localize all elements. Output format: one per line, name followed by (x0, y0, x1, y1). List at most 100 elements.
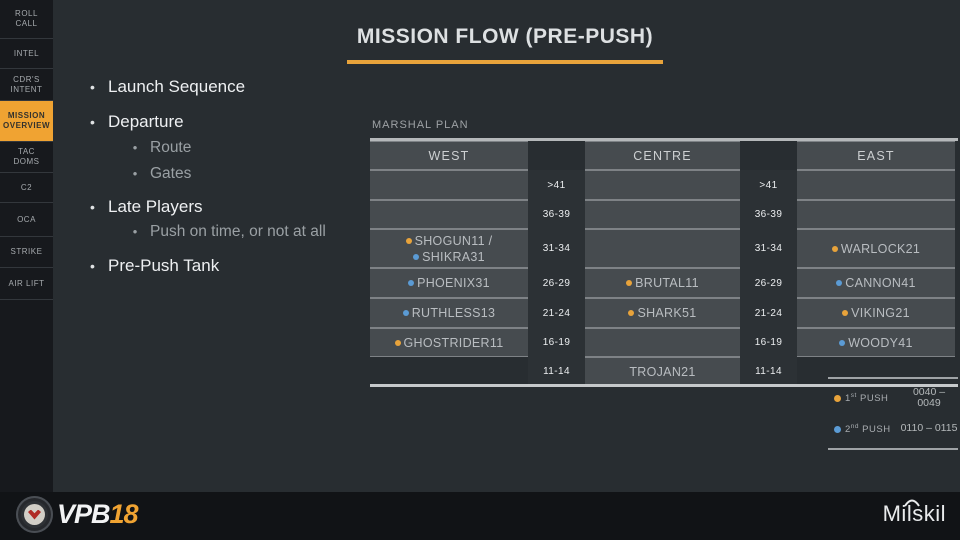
milskil-logo: Milskil (882, 499, 946, 527)
callsign-entry: PHOENIX31 (408, 275, 490, 291)
marshal-cell-east (797, 170, 955, 200)
marshal-row: SHOGUN11 /SHIKRA31 31-34 31-34 WARLOCK21 (370, 229, 955, 268)
sidebar-item-cdrs-intent[interactable]: CDR'S INTENT (0, 69, 53, 101)
marshal-plan-label: MARSHAL PLAN (372, 119, 469, 131)
marshal-cell-east: WOODY41 (797, 328, 955, 357)
legend-top-border (828, 377, 958, 379)
bullet-list: • Launch Sequence • Departure • Route • Gate… (86, 76, 386, 277)
patch-emblem-icon (28, 509, 41, 520)
marshal-column-header-west: WEST (370, 141, 528, 170)
callsign-entry: SHIKRA31 (413, 249, 485, 265)
milskil-wordmark: Milskil (882, 501, 946, 526)
push-dot-orange-icon (626, 280, 633, 286)
callsign-label: GHOSTRIDER11 (403, 335, 504, 350)
push-dot-blue-icon (834, 425, 841, 433)
bullet-text: Route (150, 139, 192, 156)
sidebar-item-tac-doms[interactable]: TAC DOMS (0, 142, 53, 173)
callsign-label: SHOGUN11 / (414, 233, 493, 248)
marshal-time-cell: 26-29 (740, 268, 797, 298)
marshal-time-cell: >41 (740, 170, 797, 200)
marshal-cell-west (370, 170, 528, 200)
marshal-column-header-centre: CENTRE (585, 141, 740, 170)
push-dot-orange-icon (628, 310, 635, 316)
legend-row-second-push: 2nd PUSH 0110 – 0115 (834, 417, 958, 441)
callsign-entry: RUTHLESS13 (402, 305, 496, 321)
bullet-item: •Late Players (86, 196, 386, 218)
marshal-cell-west: PHOENIX31 (370, 268, 528, 298)
marshal-column-header-east: EAST (797, 141, 955, 170)
callsign-label: RUTHLESS13 (411, 306, 496, 320)
marshal-header-row: WEST CENTRE EAST (370, 141, 955, 170)
bullet-item: • Departure (86, 111, 386, 133)
legend-time: 0040 – 0049 (912, 385, 946, 409)
column-header-label: CENTRE (633, 148, 692, 163)
footer-bar: VPB18 Milskil (0, 492, 960, 540)
vpb18-wordmark: VPB18 (57, 499, 139, 529)
sidebar-nav: ROLL CALL INTEL CDR'S INTENT MISSION OVE… (0, 0, 53, 492)
callsign-entry: TROJAN21 (629, 364, 695, 380)
marshal-time-cell: 16-19 (740, 328, 797, 357)
marshal-cell-east (797, 200, 955, 229)
sidebar-item-c2[interactable]: C2 (0, 173, 53, 203)
bullet-text: Departure (108, 112, 184, 131)
callsign-entry: WARLOCK21 (831, 241, 921, 257)
marshal-time-cell: 21-24 (740, 298, 797, 328)
marshal-time-cell: 31-34 (528, 229, 585, 268)
push-legend: 1st PUSH 0040 – 0049 2nd PUSH 0110 – 011… (828, 377, 958, 450)
sidebar-item-mission-overview[interactable]: MISSION OVERVIEW (0, 101, 53, 142)
callsign-entry: GHOSTRIDER11 (394, 335, 504, 351)
marshal-cell-centre: BRUTAL11 (585, 268, 740, 298)
vpb18-logo: VPB18 (16, 496, 139, 533)
bullet-text: Gates (150, 165, 192, 182)
sidebar-item-air-lift[interactable]: AIR LIFT (0, 268, 53, 300)
marshal-time-cell: 36-39 (528, 200, 585, 229)
callsign-label: BRUTAL11 (635, 276, 699, 290)
marshal-cell-east: VIKING21 (797, 298, 955, 328)
bullet-text: Push on time, or not at all (150, 223, 326, 240)
sidebar-item-oca[interactable]: OCA (0, 203, 53, 237)
bullet-icon: • (90, 114, 95, 130)
marshal-cell-west (370, 200, 528, 229)
sidebar-item-label: OCA (17, 214, 36, 224)
marshal-cell-east: WARLOCK21 (797, 229, 955, 268)
marshal-top-border (370, 138, 958, 141)
bullet-icon: • (90, 258, 95, 274)
callsign-label: TROJAN21 (629, 364, 696, 379)
bullet-item: • Route (129, 138, 386, 158)
vpb18-squadron-patch-icon (16, 496, 53, 533)
bullet-icon: • (90, 79, 95, 95)
marshal-cell-east: CANNON41 (797, 268, 955, 298)
callsign-label: VIKING21 (851, 306, 910, 320)
callsign-label: WARLOCK21 (840, 241, 921, 256)
marshal-time-cell: 11-14 (740, 357, 797, 386)
title-block: MISSION FLOW (PRE-PUSH) (347, 25, 663, 64)
sidebar-item-roll-call[interactable]: ROLL CALL (0, 0, 53, 39)
push-dot-blue-icon (408, 280, 415, 286)
milskil-arc-icon (903, 499, 920, 507)
callsign-entry: SHARK51 (628, 305, 696, 321)
push-dot-orange-icon (831, 245, 838, 252)
bullet-icon: • (132, 140, 138, 155)
callsign-entry: CANNON41 (836, 275, 915, 291)
marshal-time-header (740, 141, 797, 170)
marshal-cell-west (370, 357, 528, 386)
callsign-label: CANNON41 (845, 276, 916, 290)
marshal-cell-centre (585, 200, 740, 229)
marshal-time-cell: 31-34 (740, 229, 797, 268)
legend-bottom-border (828, 448, 958, 450)
sidebar-item-label: ROLL CALL (15, 9, 38, 28)
sidebar-item-intel[interactable]: INTEL (0, 39, 53, 69)
bullet-text: Launch Sequence (108, 77, 246, 96)
column-header-label: WEST (428, 148, 470, 163)
push-dot-blue-icon (413, 253, 420, 260)
vpb18-number: 18 (109, 499, 139, 529)
legend-row-first-push: 1st PUSH 0040 – 0049 (834, 386, 958, 410)
sidebar-item-strike[interactable]: STRIKE (0, 237, 53, 268)
